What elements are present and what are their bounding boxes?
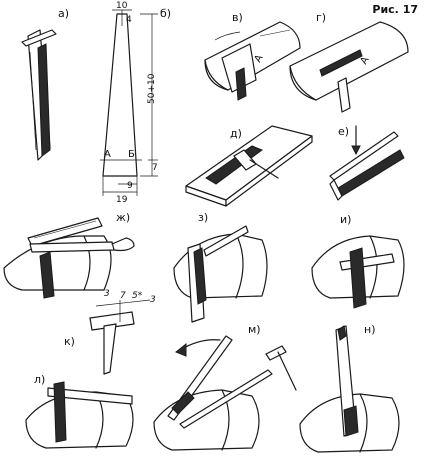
panel-label-z: з) xyxy=(198,211,209,224)
panel-label-g: г) xyxy=(316,11,327,24)
dim-k-2: 7 xyxy=(120,291,126,301)
drawing-g-log-wedge xyxy=(289,21,409,113)
drawing-l-log-wedge xyxy=(25,381,134,449)
drawing-m-log-lever xyxy=(153,335,297,451)
drawing-z-log-wedge xyxy=(173,225,268,323)
dim-k-1: 3 xyxy=(104,289,110,299)
point-a-label: А xyxy=(104,149,111,160)
point-b-label: Б xyxy=(128,149,135,160)
panel-label-m: м) xyxy=(248,323,261,336)
panel-label-n: н) xyxy=(364,323,376,336)
dim-height: 50+10 xyxy=(147,73,157,104)
figure-title: Рис. 17 xyxy=(372,3,418,16)
drawing-v-log-wedge xyxy=(204,21,301,101)
panel-label-v: в) xyxy=(232,11,243,24)
panel-label-i: и) xyxy=(340,213,352,226)
dim-k-4: 3 xyxy=(150,295,156,305)
dim-bottom-width: 19 xyxy=(116,195,128,205)
drawing-d-board-hammer xyxy=(185,125,313,207)
drawing-zh-log-file xyxy=(3,217,135,299)
panel-label-e: е) xyxy=(338,125,350,138)
panel-label-zh: ж) xyxy=(116,211,131,224)
dim-top-width: 10 xyxy=(116,1,128,11)
dim-k-3: 5* xyxy=(132,291,143,301)
drawing-i-log-wedge xyxy=(311,235,405,309)
panel-label-l: л) xyxy=(34,373,46,386)
drawing-n-log-wedge xyxy=(299,325,400,453)
panel-label-a: а) xyxy=(58,7,70,20)
panel-label-d: д) xyxy=(230,127,242,140)
panel-label-k: к) xyxy=(64,335,75,348)
drawing-a-wedge xyxy=(21,29,57,161)
dim-bottom-height: 7 xyxy=(152,163,158,173)
drawing-e-wedges xyxy=(329,125,405,201)
drawing-k-wedge-detail xyxy=(89,299,151,375)
dim-bottom-inner: 9 xyxy=(127,181,133,191)
panel-label-b: б) xyxy=(160,7,172,20)
dim-top-inner: 4 xyxy=(126,15,132,25)
drawing-b-dimensions xyxy=(100,9,158,196)
